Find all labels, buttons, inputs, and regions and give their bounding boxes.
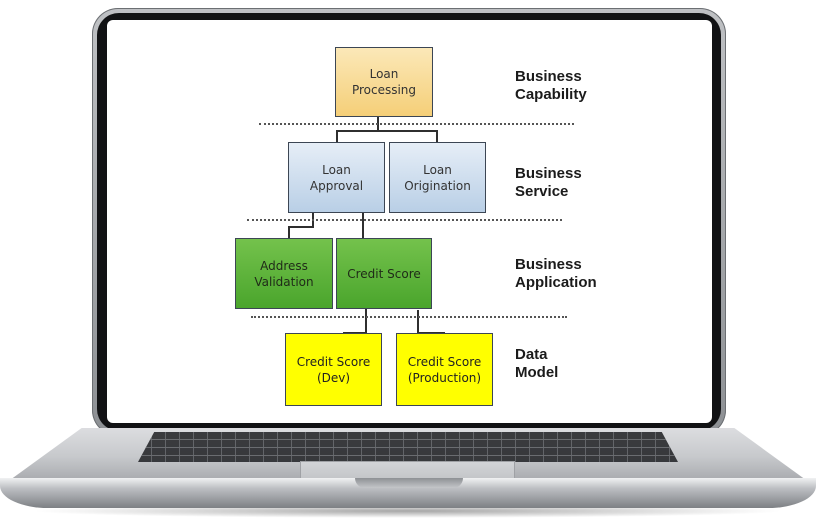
node-credit-score-production: Credit Score (Production)	[396, 333, 493, 406]
node-loan-origination: Loan Origination	[389, 142, 486, 213]
layer-separator	[247, 219, 562, 221]
connector	[336, 130, 338, 143]
layer-separator	[251, 316, 567, 318]
node-label: Credit Score (Production)	[407, 354, 482, 385]
laptop-trackpad	[300, 461, 515, 478]
node-label: Loan Processing	[351, 67, 417, 97]
layer-label-application: Business Application	[515, 256, 597, 291]
node-label: Loan Approval	[309, 162, 364, 193]
keyboard-rows	[138, 432, 678, 462]
connector	[365, 308, 367, 333]
connector	[436, 130, 438, 143]
node-loan-approval: Loan Approval	[288, 142, 385, 213]
node-label: Credit Score (Dev)	[296, 354, 371, 385]
layer-separator	[259, 123, 574, 125]
node-address-validation: Address Validation	[235, 238, 333, 309]
node-label: Credit Score	[347, 266, 421, 281]
node-credit-score-dev: Credit Score (Dev)	[285, 333, 382, 406]
layer-label-service: Business Service	[515, 165, 582, 200]
layer-label-data-model: Data Model	[515, 346, 559, 381]
laptop-notch	[355, 478, 463, 488]
connector	[288, 226, 290, 238]
layer-label-capability: Business Capability	[515, 68, 587, 103]
connector	[336, 130, 438, 132]
node-credit-score: Credit Score	[336, 238, 432, 309]
node-loan-processing: Loan Processing	[335, 47, 433, 117]
connector	[288, 226, 314, 228]
connector	[362, 213, 364, 238]
connector	[417, 310, 419, 334]
node-label: Address Validation	[254, 258, 314, 289]
laptop-screen: Loan Processing Loan Approval Loan Origi…	[107, 20, 712, 423]
node-label: Loan Origination	[404, 162, 471, 193]
